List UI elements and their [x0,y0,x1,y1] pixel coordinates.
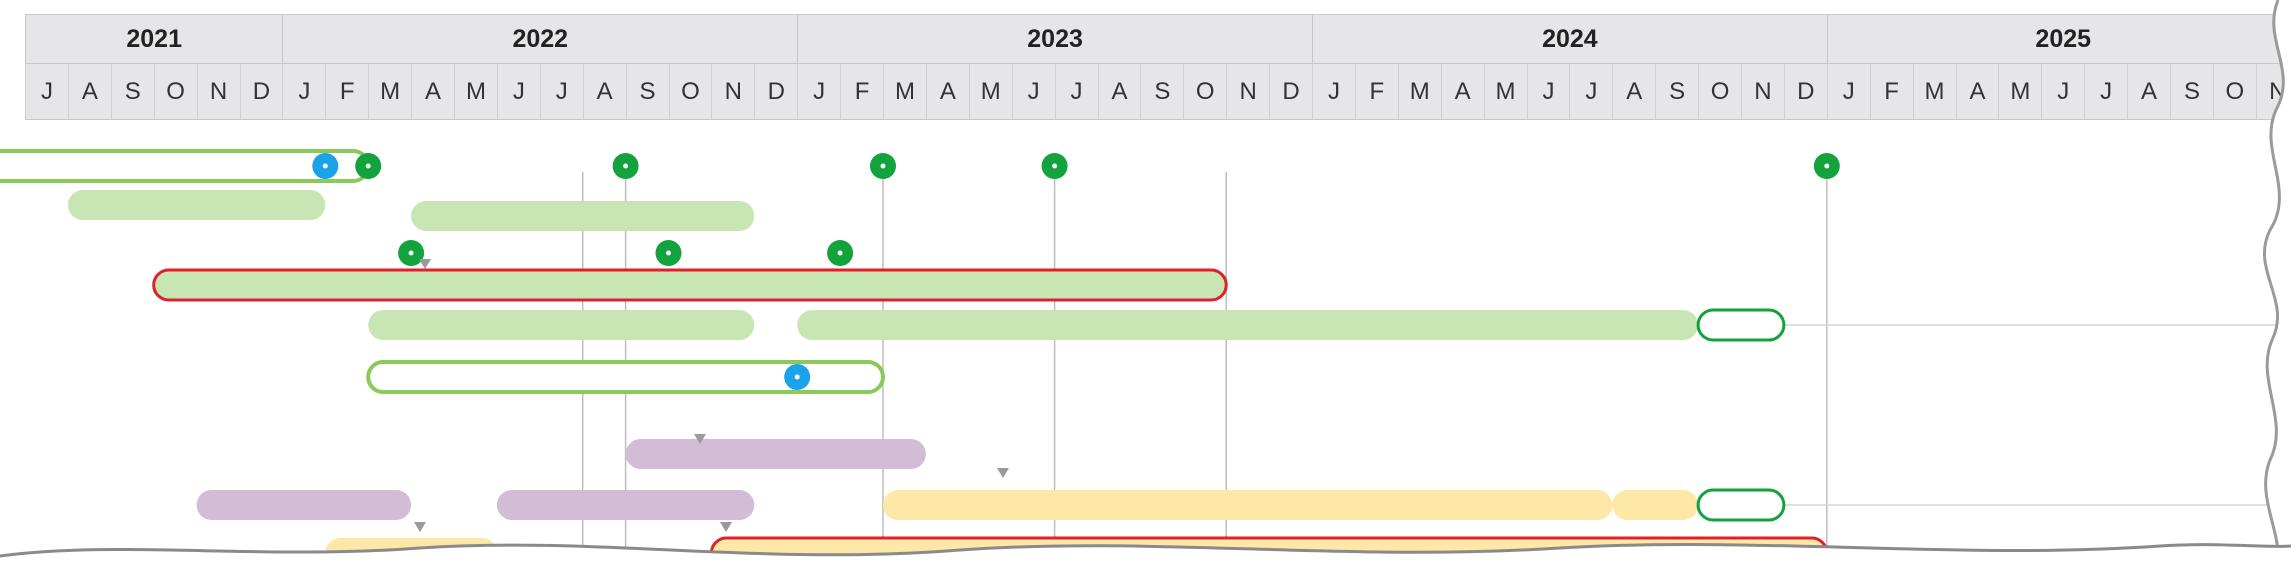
month-label: M [368,64,411,119]
month-label: J [2041,64,2084,119]
month-label: M [883,64,926,119]
month-label: D [1783,64,1827,119]
month-label: M [1397,64,1441,119]
task-bar [496,490,755,520]
task-bar [625,439,926,469]
month-label: M [1998,64,2041,119]
month-label: J [1826,64,1870,119]
critical-task-bar [152,268,1228,302]
month-label: O [2212,64,2256,119]
year-label: 2024 [1312,15,1827,63]
month-label: S [110,64,154,119]
month-label: J [496,64,540,119]
month-label: S [2170,64,2213,119]
month-label: A [925,64,969,119]
month-label: O [1698,64,1741,119]
month-label: S [625,64,669,119]
month-label: N [196,64,240,119]
month-label: A [2127,64,2170,119]
month-label: A [1612,64,1655,119]
month-label: M [1483,64,1527,119]
milestone-dot [322,163,328,169]
milestone-dot [666,250,671,256]
dependency-arrow [997,468,1009,478]
month-label: J [539,64,583,119]
task-bar [368,310,755,340]
month-label: D [239,64,283,119]
month-label: A [1955,64,1999,119]
milestone-dot [1824,163,1830,169]
month-label: F [325,64,368,119]
month-label: F [1354,64,1398,119]
task-bar [196,490,412,520]
month-label: M [1912,64,1956,119]
month-label: S [1655,64,1698,119]
month-label: O [153,64,197,119]
year-label: 2025 [1826,15,2291,63]
dependency-arrow [419,259,431,269]
month-label: N [1226,64,1269,119]
month-label: O [668,64,712,119]
month-label: M [454,64,497,119]
milestone-dot [794,374,800,380]
milestone-dot [837,250,843,256]
task-bar [411,201,755,231]
month-label: J [1312,64,1355,119]
milestone-dot [365,163,371,169]
dependency-arrow [720,522,732,532]
month-label: N [711,64,754,119]
task-placeholder [1696,488,1786,522]
task-bar [1612,490,1699,520]
milestone-dot [880,163,886,169]
month-label: D [1269,64,1312,119]
year-label: 2021 [25,15,282,63]
month-label: J [25,64,68,119]
month-label: J [1526,64,1570,119]
month-label: S [1140,64,1183,119]
dependency-arrow [414,522,426,532]
dependency-arrow [694,434,706,444]
month-label: J [282,64,325,119]
task-placeholder [1696,308,1786,342]
month-label: A [1097,64,1141,119]
month-label: J [797,64,840,119]
task-bar [883,490,1613,520]
task-group-bar [366,360,885,394]
month-label: J [1569,64,1612,119]
month-label: J [1011,64,1055,119]
month-label: A [582,64,626,119]
task-bar [67,190,326,220]
month-label: N [1741,64,1784,119]
month-label: A [411,64,454,119]
month-label: F [840,64,883,119]
year-label: 2022 [282,15,797,63]
milestone-dot [408,250,414,256]
month-label: A [67,64,111,119]
milestone-dot [1052,163,1058,169]
month-label: D [754,64,797,119]
month-label: A [1440,64,1484,119]
month-label: J [2084,64,2127,119]
month-label: F [1869,64,1913,119]
month-label: M [968,64,1012,119]
month-label: J [1054,64,1098,119]
task-bar [797,310,1699,340]
milestone-dot [623,163,629,169]
month-label: O [1183,64,1226,119]
year-label: 2023 [797,15,1312,63]
